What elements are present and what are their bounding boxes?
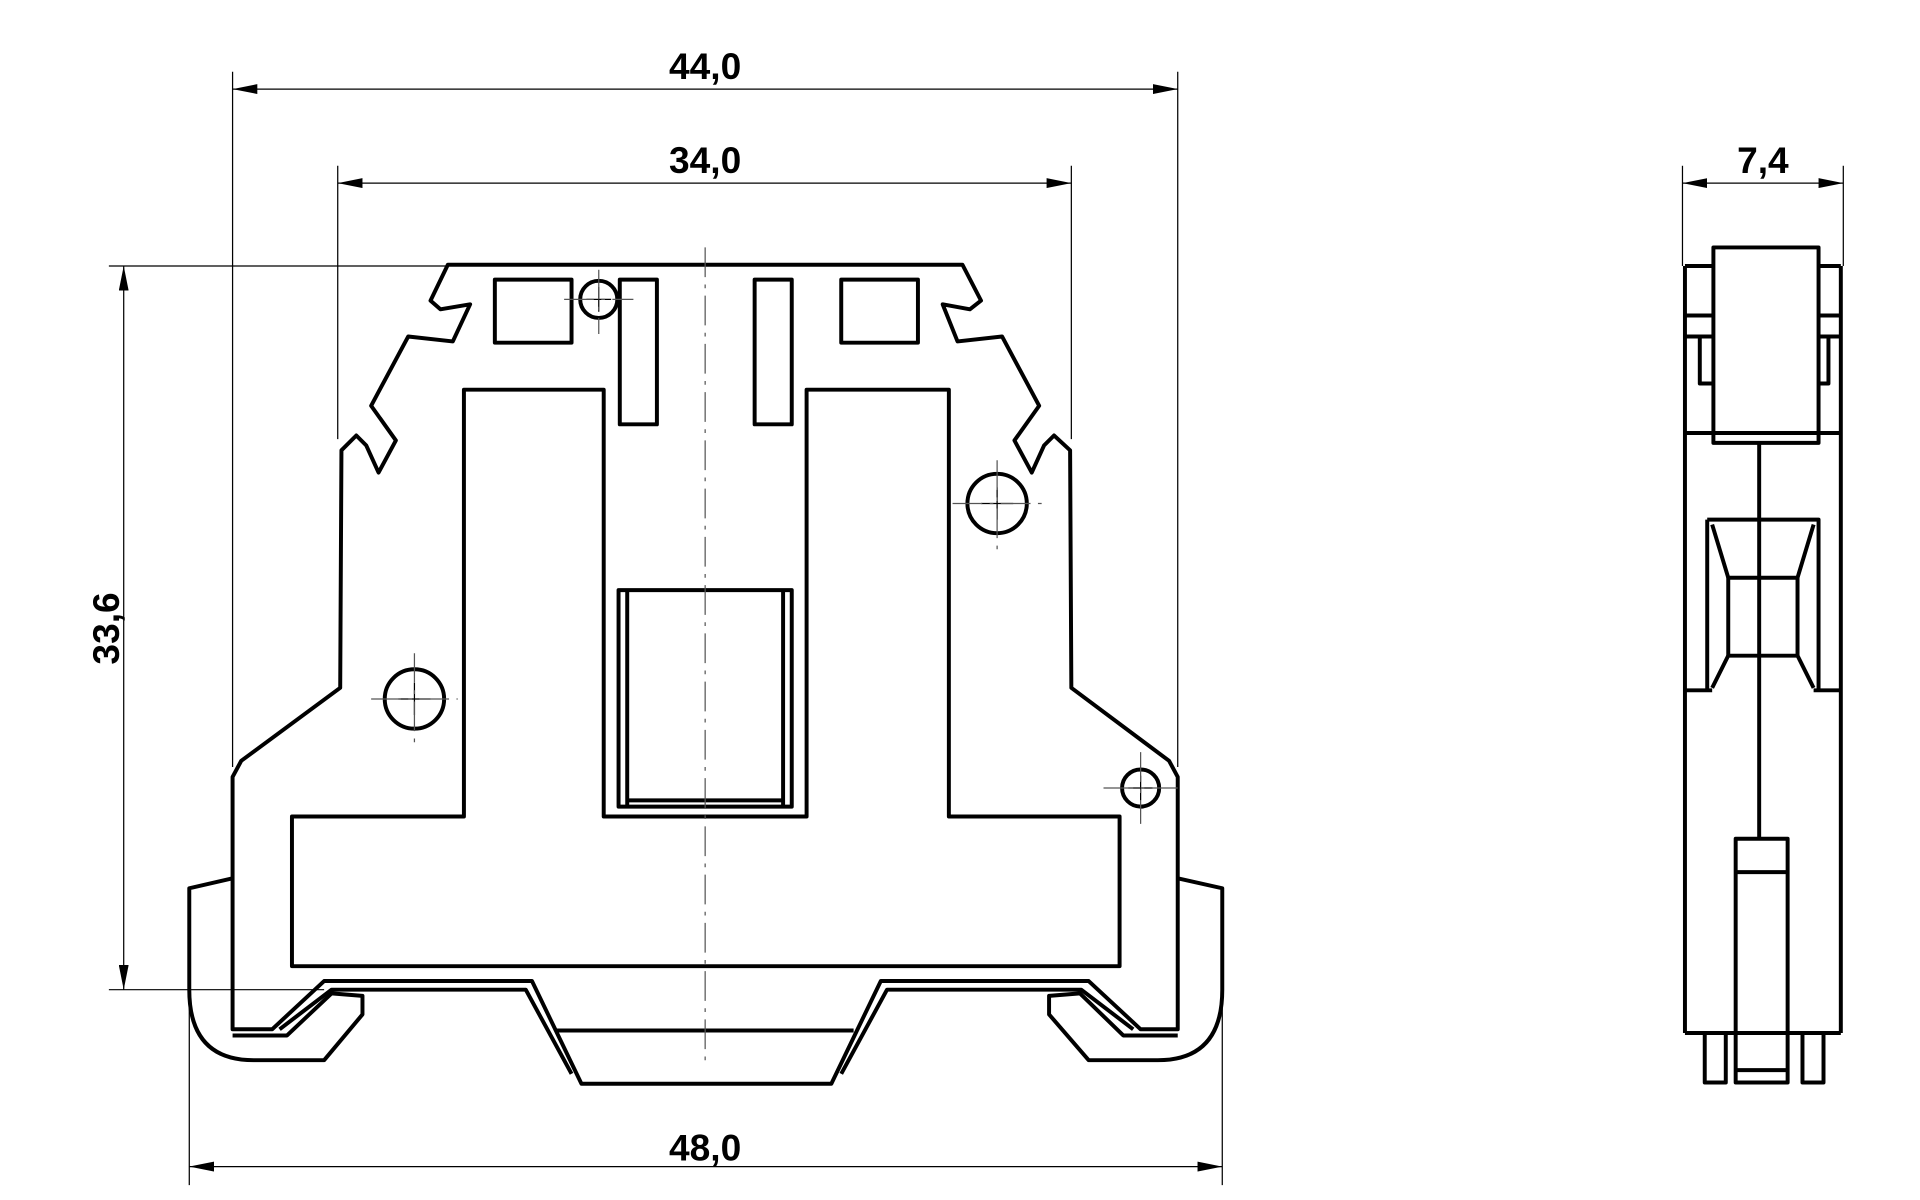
dimension-label-height: 33,6: [85, 592, 127, 664]
dimension-label-overall-width: 44,0: [669, 45, 741, 87]
dimension-34: 34,0: [337, 139, 1072, 189]
inner-t-recess: [289, 387, 1122, 969]
top-openings: [492, 277, 920, 427]
housing-outline: [230, 262, 1180, 1086]
dimension-7-4: 7,4: [1682, 139, 1844, 189]
screw-holes: [371, 269, 1178, 824]
extension-lines: [108, 71, 1844, 1186]
left-clip-foot: [187, 876, 365, 1063]
side-top-block: [1711, 245, 1821, 445]
dimension-48: 48,0: [189, 1126, 1223, 1172]
dimension-44: 44,0: [232, 45, 1178, 95]
side-view: [1682, 245, 1843, 1085]
dimension-label-base-width: 48,0: [669, 1126, 741, 1168]
side-bottom-block: [1702, 836, 1826, 1085]
side-funnel: [1684, 517, 1841, 693]
dimension-33-6: 33,6: [85, 265, 129, 990]
dimension-label-body-width: 34,0: [669, 139, 741, 181]
front-view: [187, 247, 1225, 1086]
dimension-label-side-thickness: 7,4: [1737, 139, 1789, 181]
right-clip-foot: [1047, 876, 1225, 1063]
rail-inner-line: [278, 987, 1135, 1075]
